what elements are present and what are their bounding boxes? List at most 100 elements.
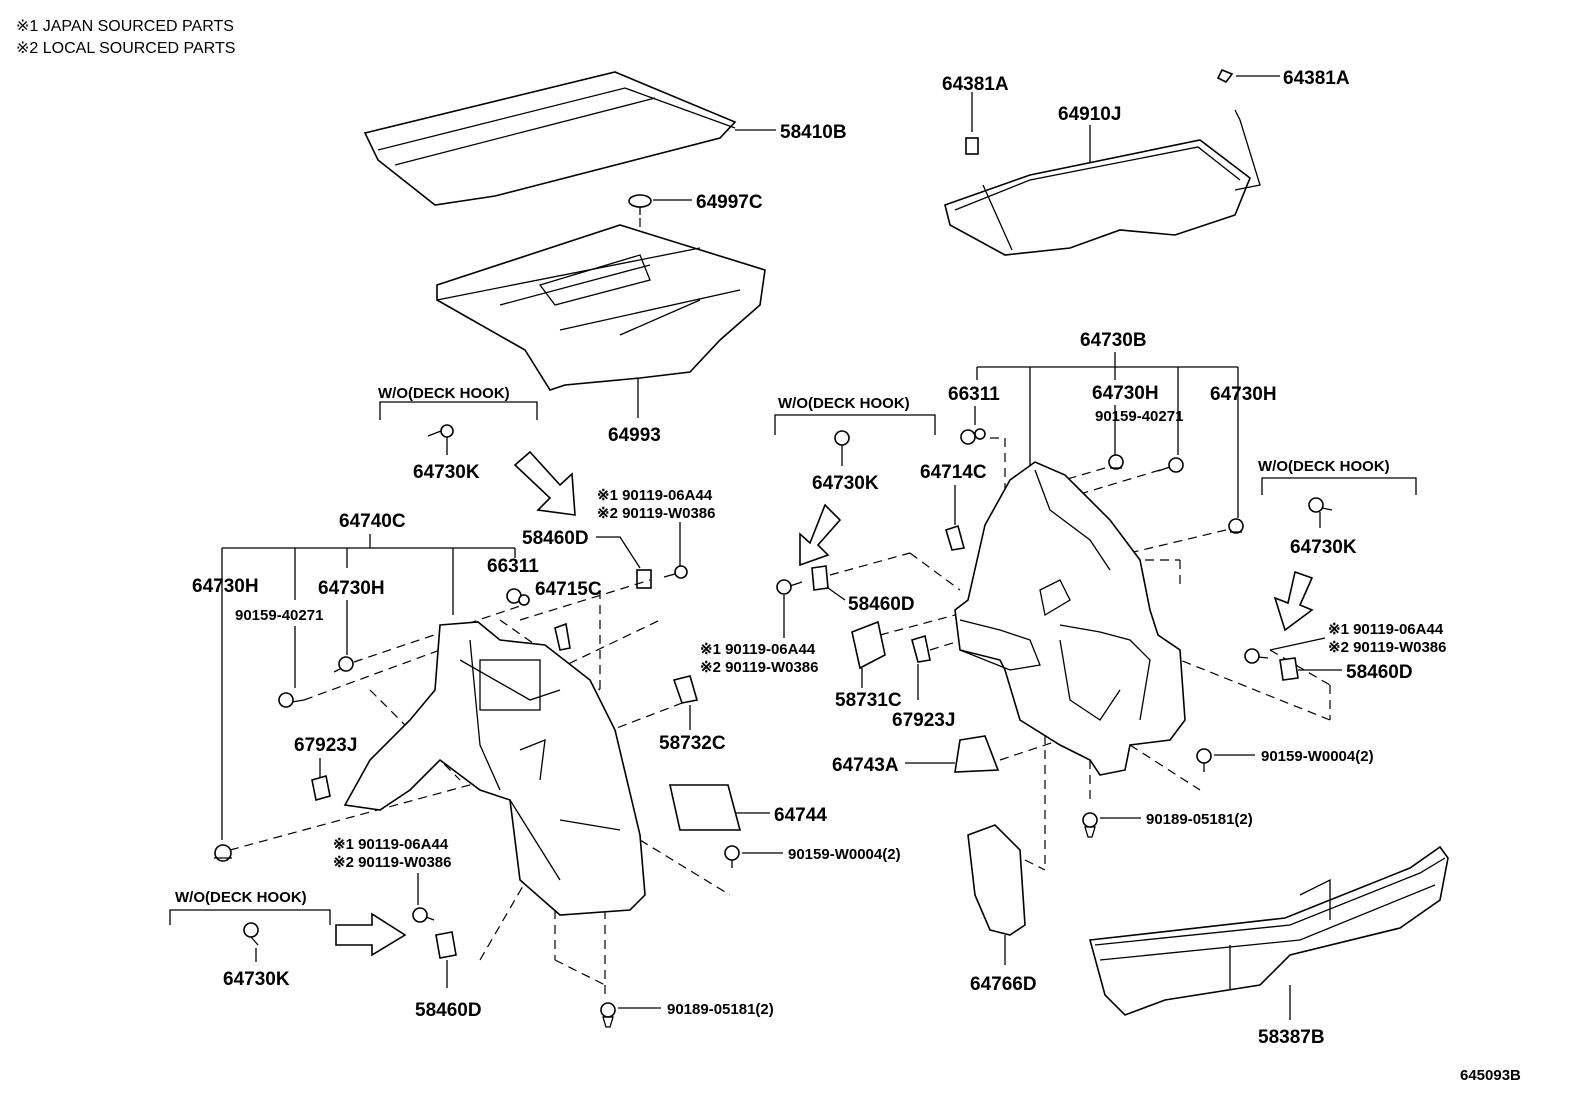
label-jp-90119-a: ※1 90119-06A44 <box>597 487 713 504</box>
nut-58460d-2[interactable] <box>435 931 457 959</box>
label-64740c: 64740C <box>339 511 406 532</box>
condition-wo-deck-hook-4: W/O(DECK HOOK) <box>1258 458 1390 475</box>
clip-64730h-right-a[interactable] <box>1108 454 1124 470</box>
label-64730h-1: 64730H <box>192 576 259 597</box>
clip-66311-right[interactable] <box>960 428 986 445</box>
label-66311-left: 66311 <box>487 556 539 577</box>
label-64730h-2: 64730H <box>318 578 385 599</box>
label-64730h-3: 64730H <box>1092 383 1159 404</box>
label-64381a-left: 64381A <box>942 74 1009 95</box>
scuff-plate-58387b[interactable] <box>1088 845 1449 1016</box>
label-64730k-3: 64730K <box>1290 537 1357 558</box>
label-58460d-1: 58460D <box>522 528 589 549</box>
note-japan-parts: ※1 JAPAN SOURCED PARTS <box>16 18 234 35</box>
diagram-id: 645093B <box>1460 1067 1521 1084</box>
clip-64714c[interactable] <box>945 524 966 551</box>
label-64730b: 64730B <box>1080 330 1147 351</box>
label-64730h-4: 64730H <box>1210 384 1277 405</box>
label-58387b: 58387B <box>1258 1027 1325 1048</box>
tonneau-board-58410b[interactable] <box>363 71 737 206</box>
harness-64910j[interactable] <box>944 109 1261 256</box>
clip-64730k-2[interactable] <box>834 430 850 452</box>
clip-64730h-left-b[interactable] <box>214 844 232 862</box>
label-66311-right: 66311 <box>948 384 1000 405</box>
label-58460d-4: 58460D <box>1346 662 1413 683</box>
label-58460d-2: 58460D <box>415 1000 482 1021</box>
clip-64715c[interactable] <box>554 622 571 651</box>
clip-64381a-left[interactable] <box>965 137 979 155</box>
screw-90159-40271-left[interactable] <box>278 692 305 708</box>
label-64997c: 64997C <box>696 192 763 213</box>
clip-90189-05181-left[interactable] <box>600 1002 616 1028</box>
label-90159-40271-left: 90159-40271 <box>235 607 323 624</box>
clip-90189-05181-right[interactable] <box>1082 812 1098 838</box>
clip-67923j-right[interactable] <box>911 634 931 663</box>
label-90159-40271-right: 90159-40271 <box>1095 408 1183 425</box>
clip-66311-left[interactable] <box>506 588 530 606</box>
screw-90159-w0004-right[interactable] <box>1196 748 1212 772</box>
label-jp-90119-d: ※1 90119-06A44 <box>1328 621 1444 638</box>
label-64743a: 64743A <box>832 755 899 776</box>
nut-58460d-3[interactable] <box>811 565 829 591</box>
nut-58460d-1[interactable] <box>636 569 652 589</box>
label-64744: 64744 <box>774 805 827 826</box>
label-64381a-right: 64381A <box>1283 68 1350 89</box>
clip-64730k-1[interactable] <box>427 424 454 438</box>
label-67923j-left: 67923J <box>294 735 357 756</box>
quarter-trim-right-64730b[interactable] <box>954 461 1186 776</box>
panel-64766d[interactable] <box>967 824 1026 936</box>
label-64730k-4: 64730K <box>223 969 290 990</box>
screw-90159-40271-right[interactable] <box>1157 457 1184 473</box>
nut-58460d-4[interactable] <box>1279 657 1299 681</box>
label-64910j: 64910J <box>1058 104 1121 125</box>
label-90159-w0004-right: 90159-W0004(2) <box>1261 748 1374 765</box>
arrow-4 <box>1273 570 1314 632</box>
label-local-90119-a: ※2 90119-W0386 <box>597 505 715 522</box>
label-64993: 64993 <box>608 425 661 446</box>
clip-64381a-right[interactable] <box>1216 68 1234 84</box>
label-64714c: 64714C <box>920 462 987 483</box>
label-64730k-2: 64730K <box>812 473 879 494</box>
label-64715c: 64715C <box>535 579 602 600</box>
note-local-parts: ※2 LOCAL SOURCED PARTS <box>16 40 235 57</box>
label-jp-90119-b: ※1 90119-06A44 <box>333 836 449 853</box>
label-local-90119-d: ※2 90119-W0386 <box>1328 639 1446 656</box>
condition-wo-deck-hook-1: W/O(DECK HOOK) <box>378 385 510 402</box>
label-64730k-1: 64730K <box>413 462 480 483</box>
label-local-90119-b: ※2 90119-W0386 <box>333 854 451 871</box>
bolt-90119-a[interactable] <box>663 565 688 579</box>
bolt-90119-c[interactable] <box>776 579 803 595</box>
label-90159-w0004-left: 90159-W0004(2) <box>788 846 901 863</box>
condition-wo-deck-hook-3: W/O(DECK HOOK) <box>778 395 910 412</box>
arrow-3 <box>799 503 842 567</box>
quarter-trim-left-64740c[interactable] <box>343 621 646 916</box>
cover-58731c[interactable] <box>851 620 886 670</box>
clip-58732c[interactable] <box>672 675 699 704</box>
label-jp-90119-c: ※1 90119-06A44 <box>700 641 816 658</box>
clip-64730h-left-a[interactable] <box>333 656 354 673</box>
cover-64744[interactable] <box>669 784 742 831</box>
label-58460d-3: 58460D <box>848 594 915 615</box>
label-90189-05181-left: 90189-05181(2) <box>667 1001 774 1018</box>
bolt-90119-b[interactable] <box>412 907 435 923</box>
screw-90159-w0004-left[interactable] <box>724 845 740 868</box>
arrow-2 <box>335 912 407 957</box>
label-67923j-right: 67923J <box>892 710 955 731</box>
label-58732c: 58732C <box>659 733 726 754</box>
clip-64730h-right-b[interactable] <box>1228 518 1244 534</box>
clip-64730k-3[interactable] <box>1308 497 1333 513</box>
cap-64997c[interactable] <box>628 194 652 215</box>
label-90189-05181-right: 90189-05181(2) <box>1146 811 1253 828</box>
label-64766d: 64766D <box>970 974 1037 995</box>
label-local-90119-c: ※2 90119-W0386 <box>700 659 818 676</box>
bolt-90119-d[interactable] <box>1244 648 1269 664</box>
label-58731c: 58731C <box>835 690 902 711</box>
condition-wo-deck-hook-2: W/O(DECK HOOK) <box>175 889 307 906</box>
cover-64743a[interactable] <box>954 735 1000 773</box>
label-58410b: 58410B <box>780 122 847 143</box>
clip-67923j-left[interactable] <box>311 774 331 802</box>
clip-64730k-4[interactable] <box>243 922 259 946</box>
deck-floor-box-64993[interactable] <box>436 224 766 391</box>
arrow-1 <box>513 450 576 516</box>
